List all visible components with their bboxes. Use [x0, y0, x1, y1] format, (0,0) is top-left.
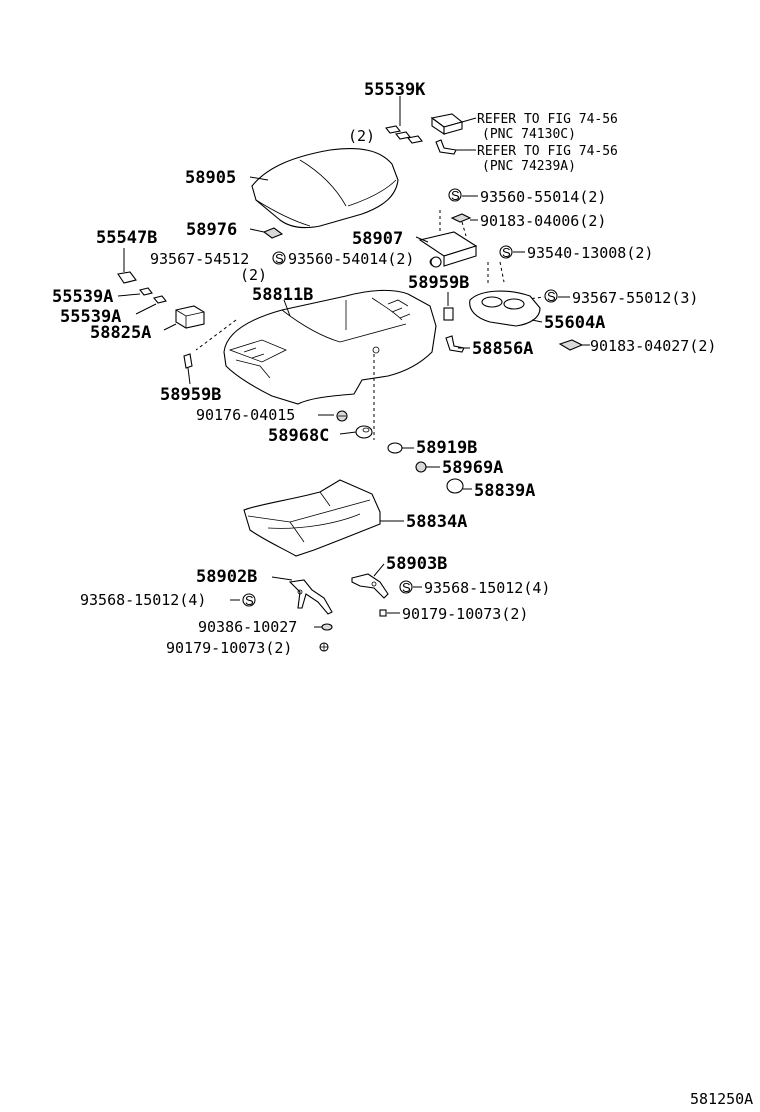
- label-58856A: 58856A: [472, 339, 533, 359]
- s-mark-93560-54014: S: [272, 251, 286, 266]
- label-93567-54512: 93567-54512: [150, 250, 249, 268]
- leader-58959B-lower: [187, 367, 191, 385]
- s-mark-93540-13008: S: [499, 245, 513, 260]
- leader-58976: [249, 228, 265, 233]
- label-93560-54014: 93560-54014(2): [288, 250, 414, 268]
- dash-line-bracket-b: [461, 221, 467, 237]
- svg-text:S: S: [547, 289, 556, 304]
- label-refer1-line1: REFER TO FIG 74-56: [477, 112, 618, 127]
- part-58919B: [387, 442, 403, 454]
- part-58811B-console-box: [223, 289, 437, 405]
- label-58907: 58907: [352, 229, 403, 249]
- part-58856A-clip: [445, 335, 465, 353]
- label-58902B: 58902B: [196, 567, 257, 587]
- svg-text:S: S: [402, 580, 411, 595]
- label-refer2-line2: (PNC 74239A): [482, 159, 576, 174]
- part-refer-bracket: [435, 139, 457, 155]
- part-58959B-lower: [183, 353, 193, 369]
- label-90183-04027: 90183-04027(2): [590, 337, 716, 355]
- dash-line-58959B-lower: [195, 319, 237, 351]
- label-90183-04006: 90183-04006(2): [480, 212, 606, 230]
- s-mark-93567-55012: S: [544, 289, 558, 304]
- part-58959B-upper: [443, 307, 454, 321]
- label-93567-55012: 93567-55012(3): [572, 289, 698, 307]
- label-58959B-lower: 58959B: [160, 385, 221, 405]
- part-55539A-2: [153, 295, 167, 304]
- dash-line-55604-b: [499, 261, 505, 283]
- svg-text:S: S: [451, 188, 460, 203]
- s-mark-93568-15012-left: S: [242, 593, 256, 608]
- part-58968C-cap: [355, 425, 373, 439]
- leader-58825A: [163, 323, 177, 331]
- label-55547B: 55547B: [96, 228, 157, 248]
- figure-code: 581250A: [690, 1090, 753, 1108]
- label-58825A: 58825A: [90, 323, 151, 343]
- leader-58905: [249, 176, 269, 181]
- svg-text:S: S: [245, 593, 254, 608]
- label-refer2-line1: REFER TO FIG 74-56: [477, 144, 618, 159]
- label-93540-13008: 93540-13008(2): [527, 244, 653, 262]
- leader-55539A-2: [135, 303, 157, 315]
- label-58919B: 58919B: [416, 438, 477, 458]
- label-90179-10073-right: 90179-10073(2): [402, 605, 528, 623]
- part-55604A-cupholder: [469, 290, 541, 327]
- label-58969A: 58969A: [442, 458, 503, 478]
- part-90183-04027-nut: [558, 339, 584, 351]
- s-mark-bracket-screw: [430, 256, 442, 268]
- part-58969A: [415, 461, 427, 473]
- label-qty-54512: (2): [240, 266, 267, 284]
- part-58907-bracket: [418, 231, 478, 267]
- part-90183-04006-nut: [450, 213, 472, 223]
- label-90176-04015: 90176-04015: [196, 406, 295, 424]
- part-58902B-bracket: [288, 579, 333, 615]
- part-90179-10073-right: [379, 609, 387, 617]
- label-55539A-1: 55539A: [52, 287, 113, 307]
- label-58834A: 58834A: [406, 512, 467, 532]
- label-55539A-2: 55539A: [60, 307, 121, 327]
- part-55547B: [117, 271, 137, 284]
- leader-refer1: [461, 117, 477, 123]
- part-55539A-1: [139, 287, 153, 296]
- label-58811B: 58811B: [252, 285, 313, 305]
- leader-55604A: [531, 319, 543, 323]
- leader-55539A-1: [117, 293, 141, 297]
- part-58903B-bracket: [351, 573, 389, 599]
- leader-58811B: [283, 299, 291, 317]
- label-93568-15012-right: 93568-15012(4): [424, 579, 550, 597]
- part-58976: [262, 227, 284, 239]
- label-refer1-line2: (PNC 74130C): [482, 127, 576, 142]
- label-90386-10027: 90386-10027: [198, 618, 297, 636]
- part-58839A: [446, 478, 464, 494]
- s-mark-93560-55014: S: [448, 188, 462, 203]
- label-55604A: 55604A: [544, 313, 605, 333]
- part-90386-10027: [321, 623, 333, 631]
- label-58976: 58976: [186, 220, 237, 240]
- part-refer-switch: [430, 113, 464, 136]
- s-mark-93568-15012-right: S: [399, 580, 413, 595]
- label-55539K: 55539K: [364, 80, 426, 100]
- label-93560-55014: 93560-55014(2): [480, 188, 606, 206]
- leader-58907: [415, 236, 429, 243]
- label-58959B-upper: 58959B: [408, 273, 469, 293]
- label-58905: 58905: [185, 168, 236, 188]
- part-58834A-tray: [243, 479, 381, 557]
- leader-58968C: [339, 431, 357, 435]
- label-qty-armrest: (2): [348, 127, 375, 145]
- part-58825A-pocket: [175, 305, 205, 329]
- svg-text:S: S: [502, 245, 511, 260]
- label-58839A: 58839A: [474, 481, 535, 501]
- part-90179-10073-left: [319, 642, 329, 652]
- part-55539K-clips: [385, 125, 423, 144]
- label-58968C: 58968C: [268, 426, 329, 446]
- label-93568-15012-left: 93568-15012(4): [80, 591, 206, 609]
- part-90176-04015-bolt: [336, 410, 348, 422]
- leader-58902B: [271, 576, 293, 581]
- part-58905-armrest-lid: [251, 147, 399, 229]
- leader-58903B: [373, 563, 385, 577]
- svg-text:S: S: [275, 251, 284, 266]
- label-58903B: 58903B: [386, 554, 447, 574]
- label-90179-10073-left: 90179-10073(2): [166, 639, 292, 657]
